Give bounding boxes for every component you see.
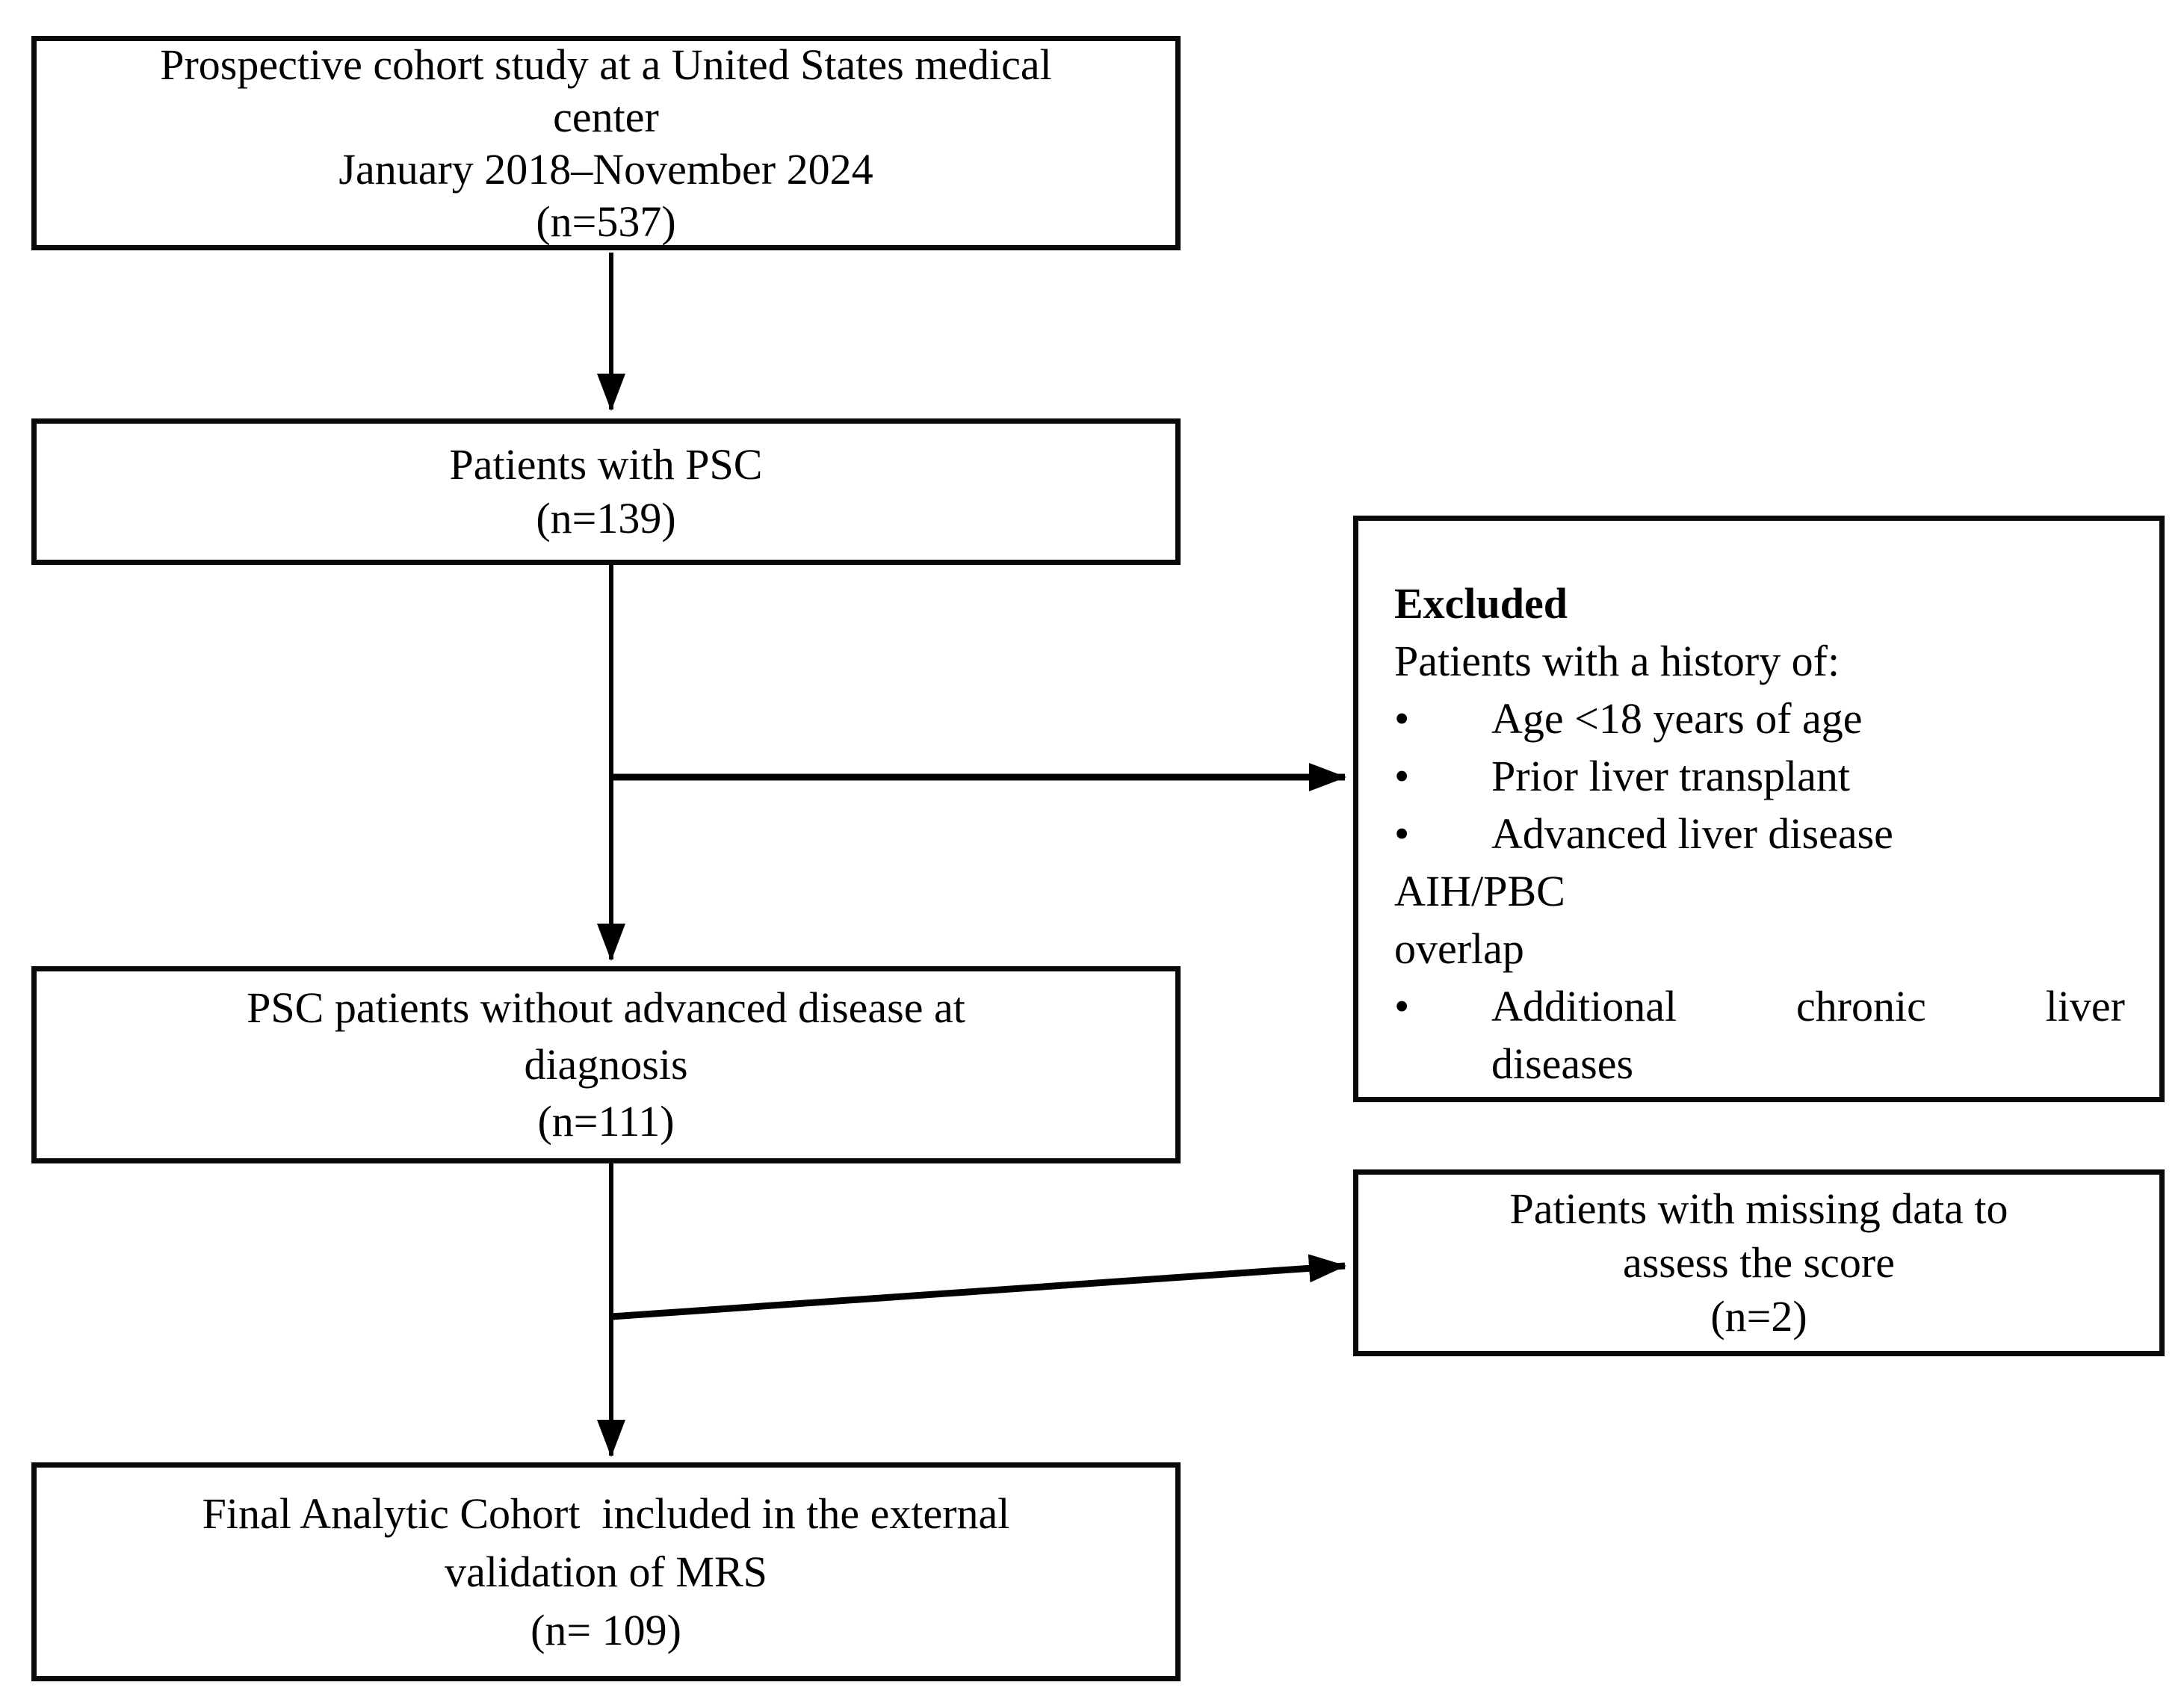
text-line: Additional chronic liver [1491,982,2125,1030]
text-line: (n=537) [536,197,676,246]
excluded-subtitle: Patients with a history of: [1394,637,1840,685]
list-item: • Age <18 years of age [1394,690,2125,747]
bullet-text: Age <18 years of age [1491,694,1863,743]
bullet-text: Advanced liver disease [1491,809,1893,858]
excluded-title: Excluded [1394,579,1568,628]
box-missing-data: Patients with missing data to assess the… [1353,1169,2165,1356]
text-line: validation of MRS [445,1547,767,1596]
text-line: PSC patients without advanced disease at [247,983,965,1032]
list-item: • Additional chronic liver diseases [1394,977,2125,1092]
list-item: • Prior liver transplant [1394,747,2125,805]
text-line: (n=111) [537,1097,675,1146]
box-cohort-source: Prospective cohort study at a United Sta… [31,36,1181,250]
arrow-missing-branch [610,1254,1346,1320]
bullet-text: Prior liver transplant [1491,752,1851,800]
text-line: Patients with PSC [449,440,763,489]
text-line: center [553,92,659,141]
list-item: AIH/PBC overlap [1394,862,2125,977]
box-final-cohort: Final Analytic Cohort included in the ex… [31,1462,1181,1681]
text-line: (n= 109) [530,1605,681,1654]
list-item: • Advanced liver disease [1394,805,2125,862]
bullet-text: Additional chronic liver diseases [1491,977,2125,1092]
text-line: Patients with missing data to [1509,1184,2008,1233]
text-line: Final Analytic Cohort included in the ex… [202,1489,1010,1538]
bullet-icon: • [1394,982,1410,1030]
text-line: (n=2) [1710,1292,1807,1341]
text-line: diagnosis [524,1040,688,1089]
box-no-advanced-disease: PSC patients without advanced disease at… [31,966,1181,1163]
bullet-icon: • [1394,809,1410,858]
text-line: January 2018–November 2024 [338,144,873,194]
text-line: diseases [1491,1039,1634,1088]
bullet-icon: • [1394,752,1410,800]
text-line: Prospective cohort study at a United Sta… [160,40,1052,89]
bullet-icon: AIH/PBC overlap [1394,867,1565,973]
box-psc-patients: Patients with PSC (n=139) [31,418,1181,565]
text-line: (n=139) [536,494,676,543]
bullet-icon: • [1394,694,1410,743]
box-excluded: Excluded Patients with a history of: • A… [1353,516,2165,1102]
text-line: assess the score [1622,1238,1895,1287]
